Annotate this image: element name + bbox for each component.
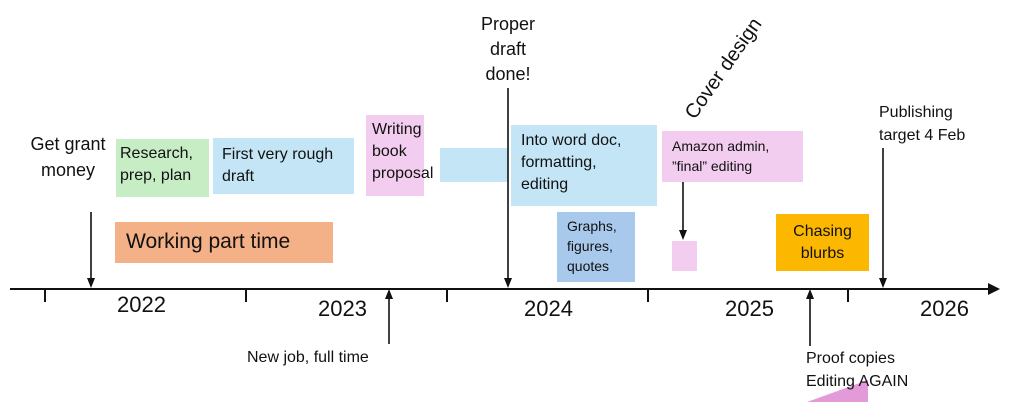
rough-draft-box: First very rough draft: [213, 138, 354, 194]
year-label-2022: 2022: [117, 292, 166, 317]
publishing-label: Publishing target 4 Feb: [879, 104, 966, 144]
proper-draft-label: Proper draft done!: [480, 14, 536, 84]
graphs-box: Graphs, figures, quotes: [557, 212, 635, 282]
pink-small-block: [672, 241, 697, 271]
timeline-axis-arrowhead: [988, 283, 1000, 295]
editing-again-wedge: [807, 380, 868, 402]
proof-copies-label: Proof copies: [806, 350, 895, 367]
proposal-box: Writing book proposal: [366, 115, 433, 196]
chasing-blurbs-box: Chasing blurbs: [776, 214, 869, 271]
editing-again-label: Editing AGAIN: [806, 373, 909, 390]
year-label-2023: 2023: [318, 296, 367, 321]
grant-label: Get grant money: [30, 134, 106, 180]
proposal-continuation-block: [440, 148, 508, 182]
year-label-2026: 2026: [920, 296, 969, 321]
research-box: Research, prep, plan: [116, 139, 209, 197]
new-job-label: New job, full time: [247, 349, 369, 366]
working-part-time-box: Working part time: [115, 222, 333, 263]
amazon-admin-box: Amazon admin, ”final” editing: [662, 131, 803, 182]
year-label-2024: 2024: [524, 296, 573, 321]
word-doc-box: Into word doc, formatting, editing: [511, 125, 657, 206]
year-label-2025: 2025: [725, 296, 774, 321]
